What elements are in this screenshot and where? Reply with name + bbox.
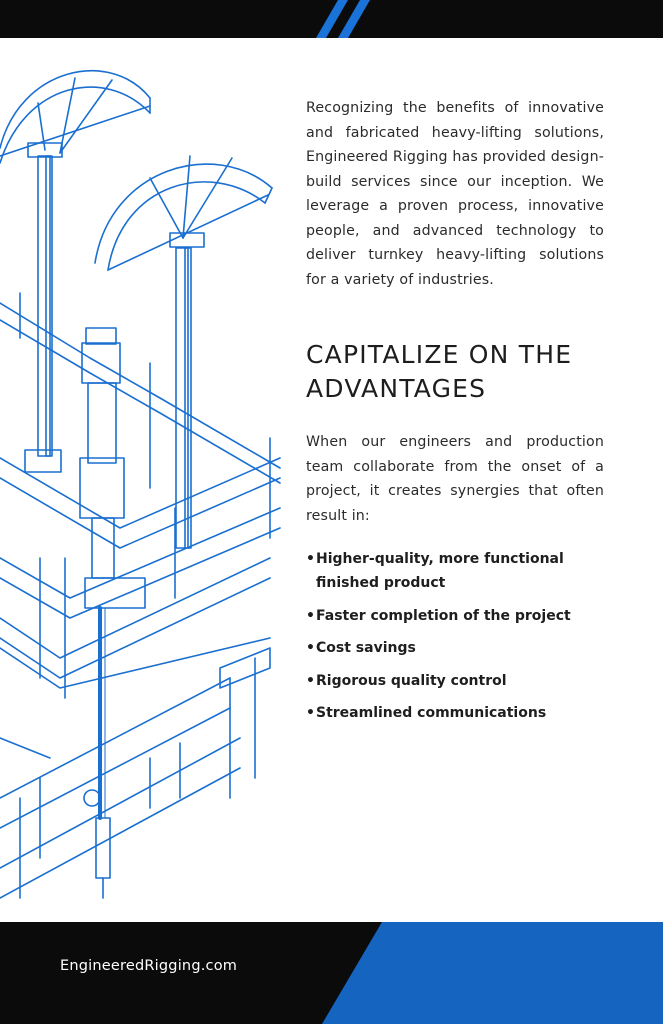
section-heading-line2: ADVANTAGES — [306, 374, 487, 403]
list-item-continuation: finished product — [306, 571, 636, 595]
platform-rails — [0, 292, 281, 699]
hydraulic-jack — [79, 327, 146, 899]
list-item: • Streamlined communications — [306, 701, 636, 725]
bullet-dot-icon: • — [306, 640, 315, 656]
benefits-list: • Higher-quality, more functional finish… — [306, 547, 636, 734]
top-decorative-band — [0, 0, 663, 38]
list-item-text: Faster completion of the project — [316, 607, 571, 624]
list-item: • Rigorous quality control — [306, 669, 636, 693]
list-item-text: finished product — [316, 575, 446, 591]
bullet-dot-icon: • — [306, 551, 315, 567]
section-heading-line1: CAPITALIZE ON THE — [306, 340, 573, 369]
list-item: • Faster completion of the project — [306, 604, 636, 628]
bullet-dot-icon: • — [306, 672, 315, 689]
list-item-text: Cost savings — [316, 640, 416, 656]
section-heading: CAPITALIZE ON THE ADVANTAGES — [306, 338, 626, 406]
arch-frame-1 — [0, 69, 151, 473]
list-item-text: Higher-quality, more functional — [316, 551, 564, 567]
list-item-text: Streamlined communications — [316, 705, 547, 721]
footer-band — [0, 922, 663, 1024]
list-item: • Cost savings — [306, 636, 636, 660]
list-item-text: Rigorous quality control — [316, 672, 507, 689]
bullet-dot-icon: • — [306, 607, 315, 624]
arch-frame-2 — [94, 155, 273, 549]
list-item: • Higher-quality, more functional — [306, 547, 636, 571]
bullet-dot-icon: • — [306, 705, 315, 721]
lower-frame — [0, 637, 271, 899]
section-body: When our engineers and production team c… — [306, 434, 604, 524]
intro-paragraph: Recognizing the benefits of innovative a… — [306, 100, 604, 288]
rig-illustration — [0, 69, 281, 899]
website-link[interactable]: EngineeredRigging.com — [60, 958, 238, 974]
